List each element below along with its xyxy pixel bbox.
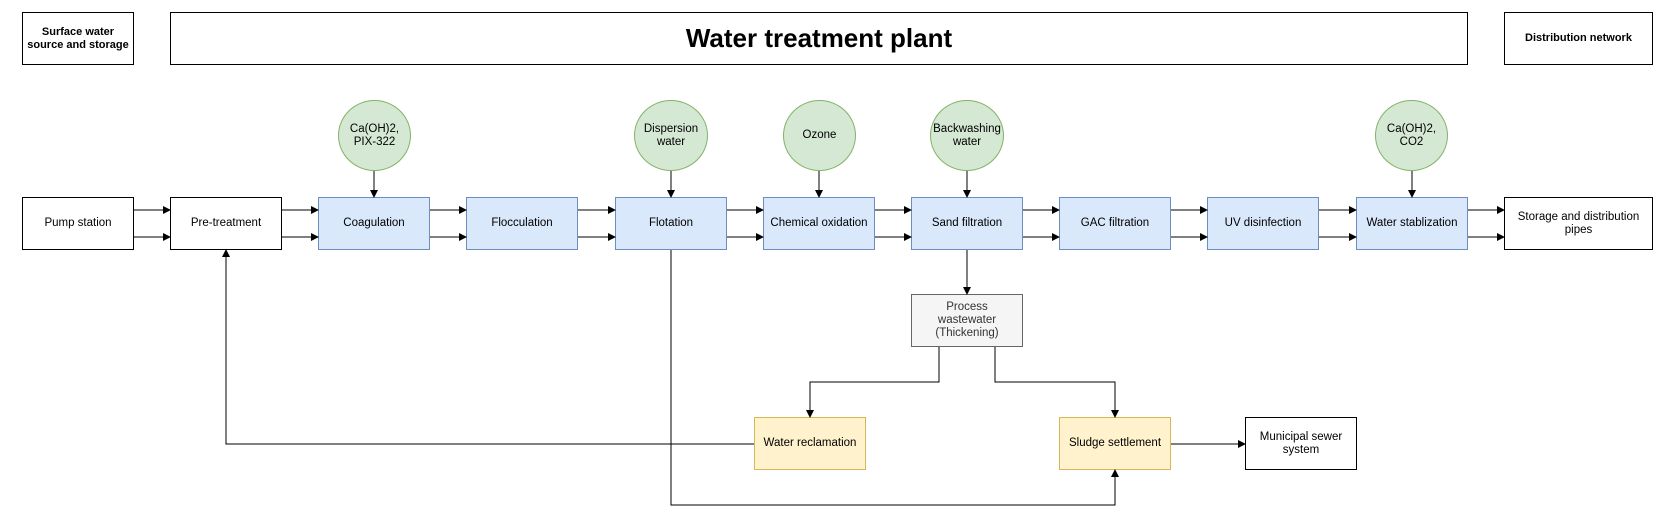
coagulation-box: Coagulation xyxy=(318,197,430,250)
gac-filtration-box: GAC filtration xyxy=(1059,197,1171,250)
arrow-flotation-to-sludge xyxy=(670,250,1119,506)
flocculation-box: Flocculation xyxy=(466,197,578,250)
pre-treatment-box: Pre-treatment xyxy=(170,197,282,250)
arrow-wastewater-to-sludge xyxy=(994,347,1119,418)
coagulant-input: Ca(OH)2, PIX-322 xyxy=(338,100,411,171)
source-storage-label: Surface water source and storage xyxy=(27,25,129,51)
chemical-oxidation-box: Chemical oxidation xyxy=(763,197,875,250)
distribution-network-label: Distribution network xyxy=(1525,32,1632,44)
stabilizer-label: Ca(OH)2, CO2 xyxy=(1386,122,1437,148)
gac-filtration-label: GAC filtration xyxy=(1080,217,1150,229)
arrow-reclamation-to-pretreat xyxy=(222,249,754,445)
pump-station-box: Pump station xyxy=(22,197,134,250)
sludge-settlement-box: Sludge settlement xyxy=(1059,417,1171,470)
chemical-oxidation-label: Chemical oxidation xyxy=(770,217,868,229)
stabilizer-input: Ca(OH)2, CO2 xyxy=(1375,100,1448,171)
source-storage-box: Surface water source and storage xyxy=(22,12,134,65)
storage-pipes-box: Storage and distribution pipes xyxy=(1504,197,1653,250)
uv-disinfection-label: UV disinfection xyxy=(1224,217,1302,229)
process-wastewater-box: Process wastewater (Thickening) xyxy=(911,294,1023,347)
process-wastewater-label: Process wastewater (Thickening) xyxy=(935,301,999,339)
backwashing-water-input: Backwashing water xyxy=(930,100,1004,171)
ozone-input: Ozone xyxy=(783,100,856,171)
dispersion-water-input: Dispersion water xyxy=(634,100,708,171)
dispersion-water-label: Dispersion water xyxy=(643,122,699,148)
backwashing-water-label: Backwashing water xyxy=(933,122,1001,148)
uv-disinfection-box: UV disinfection xyxy=(1207,197,1319,250)
pump-station-label: Pump station xyxy=(44,217,112,229)
plant-title-box: Water treatment plant xyxy=(170,12,1468,65)
sludge-settlement-label: Sludge settlement xyxy=(1068,437,1162,449)
flocculation-label: Flocculation xyxy=(491,217,553,229)
water-stabilization-box: Water stablization xyxy=(1356,197,1468,250)
coagulation-label: Coagulation xyxy=(343,217,405,229)
sand-filtration-label: Sand filtration xyxy=(931,217,1003,229)
flotation-box: Flotation xyxy=(615,197,727,250)
pre-treatment-label: Pre-treatment xyxy=(190,217,262,229)
sand-filtration-box: Sand filtration xyxy=(911,197,1023,250)
flotation-label: Flotation xyxy=(648,217,694,229)
storage-pipes-label: Storage and distribution pipes xyxy=(1517,210,1640,236)
ozone-label: Ozone xyxy=(802,129,837,141)
municipal-sewer-box: Municipal sewer system xyxy=(1245,417,1357,470)
distribution-network-box: Distribution network xyxy=(1504,12,1653,65)
coagulant-label: Ca(OH)2, PIX-322 xyxy=(349,122,400,148)
water-reclamation-label: Water reclamation xyxy=(763,437,857,449)
arrow-wastewater-to-reclamation xyxy=(806,347,940,418)
water-stabilization-label: Water stablization xyxy=(1366,217,1458,229)
municipal-sewer-label: Municipal sewer system xyxy=(1259,430,1343,456)
